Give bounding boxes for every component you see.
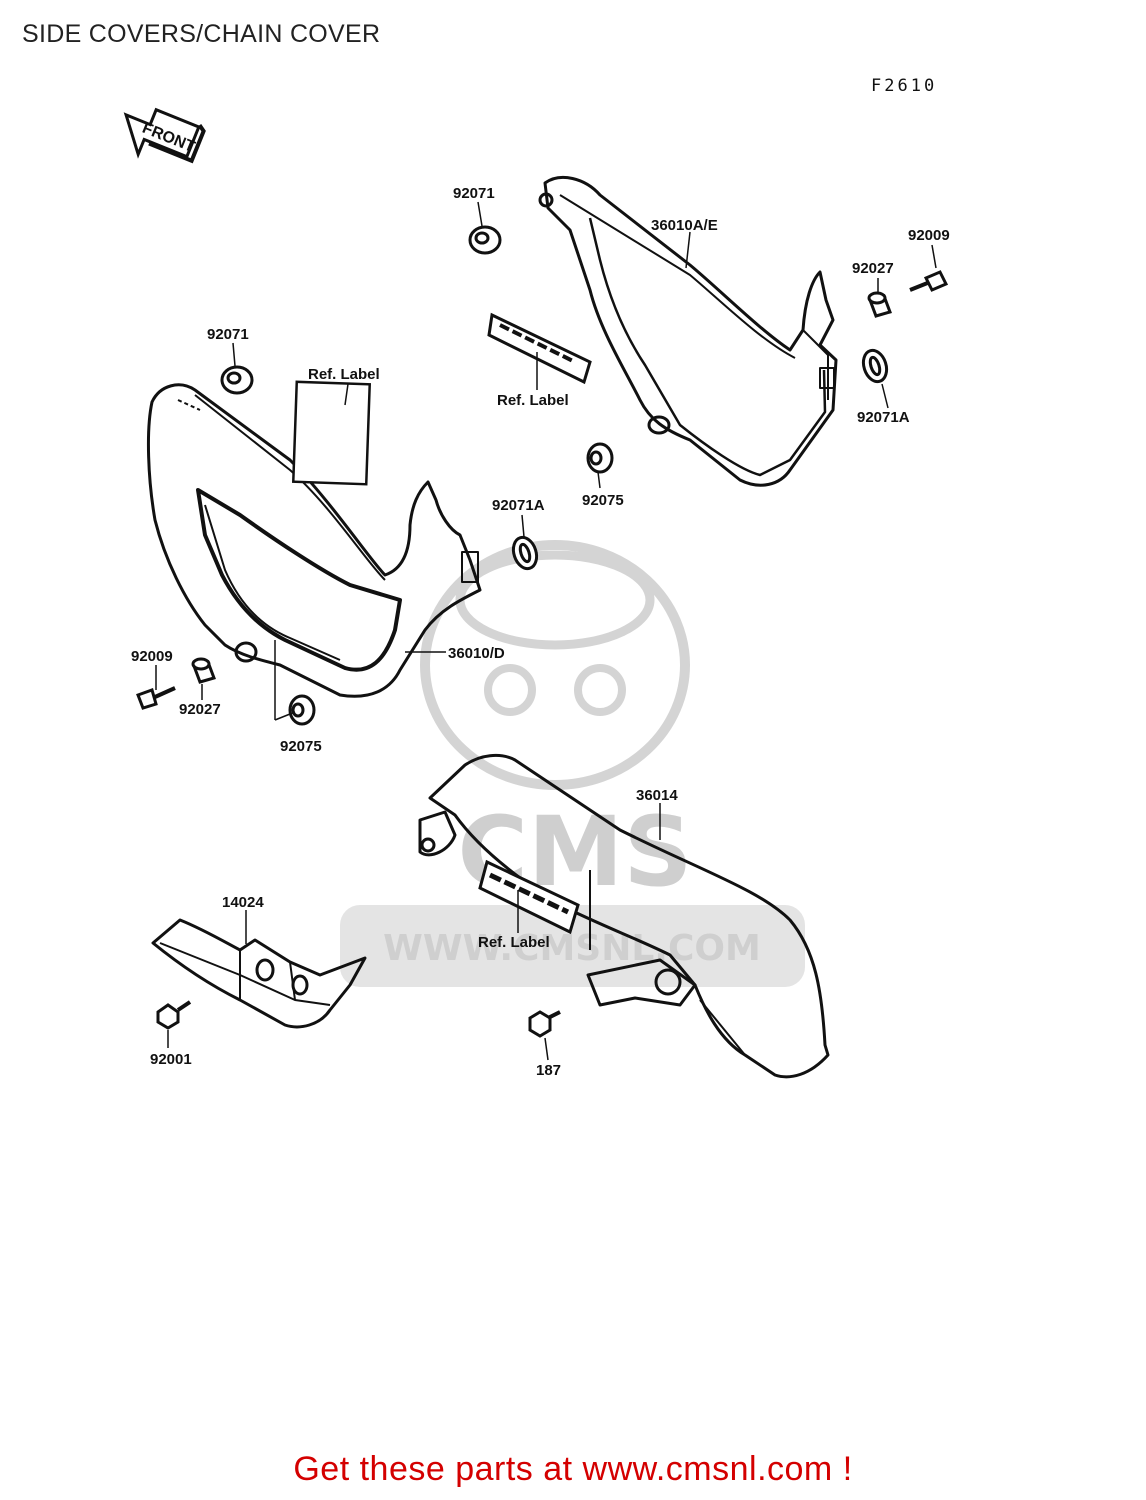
side-cover-right — [538, 175, 838, 487]
callout-14024: 14024 — [222, 894, 264, 911]
collar-92027-right — [867, 291, 892, 318]
callout-92071a-right: 92071A — [857, 409, 910, 426]
bolt-92009-right — [909, 270, 949, 292]
ref-label-decal-left — [291, 380, 372, 486]
promo-prefix: Get these parts at — [293, 1450, 583, 1488]
bolt-187 — [528, 1010, 561, 1038]
callout-36014: 36014 — [636, 787, 678, 804]
callout-ref-label-right: Ref. Label — [497, 392, 569, 409]
watermark-mascot-goggles — [455, 550, 655, 650]
grommet-92071a-mid — [511, 535, 539, 571]
grommet-92071a-right — [861, 348, 889, 384]
promo-link[interactable]: www.cmsnl.com — [582, 1450, 833, 1488]
callout-ref-label-chain: Ref. Label — [478, 934, 550, 951]
watermark-mascot-eye — [484, 664, 536, 716]
callout-92071-top: 92071 — [453, 185, 495, 202]
callout-187: 187 — [536, 1062, 561, 1079]
grommet-92075-mid — [586, 442, 614, 474]
bolt-92001 — [156, 1000, 192, 1030]
callout-92075-left: 92075 — [280, 738, 322, 755]
watermark-site: WWW.CMSNL.COM — [383, 928, 761, 969]
watermark-mascot-eye — [574, 664, 626, 716]
callout-36010d: 36010/D — [448, 645, 505, 662]
grommet-92071-left — [220, 365, 254, 395]
front-arrow-icon: FRONT — [123, 107, 206, 164]
callout-92027-right: 92027 — [852, 260, 894, 277]
watermark-badge — [340, 905, 805, 987]
page-title: SIDE COVERS/CHAIN COVER — [22, 20, 381, 48]
callout-92009-right: 92009 — [908, 227, 950, 244]
promo-banner: Get these parts at www.cmsnl.com ! — [0, 1450, 1146, 1489]
callout-92001: 92001 — [150, 1051, 192, 1068]
ref-label-decal-right — [487, 312, 592, 385]
figure-code: F2610 — [871, 76, 938, 96]
bolt-92009-left — [136, 686, 176, 710]
chain-guard — [151, 918, 367, 1029]
callout-36010ae: 36010A/E — [651, 217, 718, 234]
promo-suffix: ! — [832, 1450, 853, 1488]
parts-diagram: CMS WWW.CMSNL.COM FRONT — [123, 107, 950, 1079]
callout-92071a-mid: 92071A — [492, 497, 545, 514]
callout-92075-mid: 92075 — [582, 492, 624, 509]
side-cover-left — [146, 383, 482, 698]
callout-92027-left: 92027 — [179, 701, 221, 718]
callout-92071-left: 92071 — [207, 326, 249, 343]
ref-label-decal-chain — [478, 859, 580, 935]
callout-ref-label-left: Ref. Label — [308, 366, 380, 383]
callout-labels: 92071 36010A/E 92009 92027 92071A Ref. L… — [131, 185, 950, 1079]
collar-92027-left — [191, 657, 216, 684]
leader-lines — [155, 201, 937, 1061]
grommet-92071-top — [468, 225, 502, 255]
grommet-92075-left — [288, 694, 316, 726]
callout-92009-left: 92009 — [131, 648, 173, 665]
